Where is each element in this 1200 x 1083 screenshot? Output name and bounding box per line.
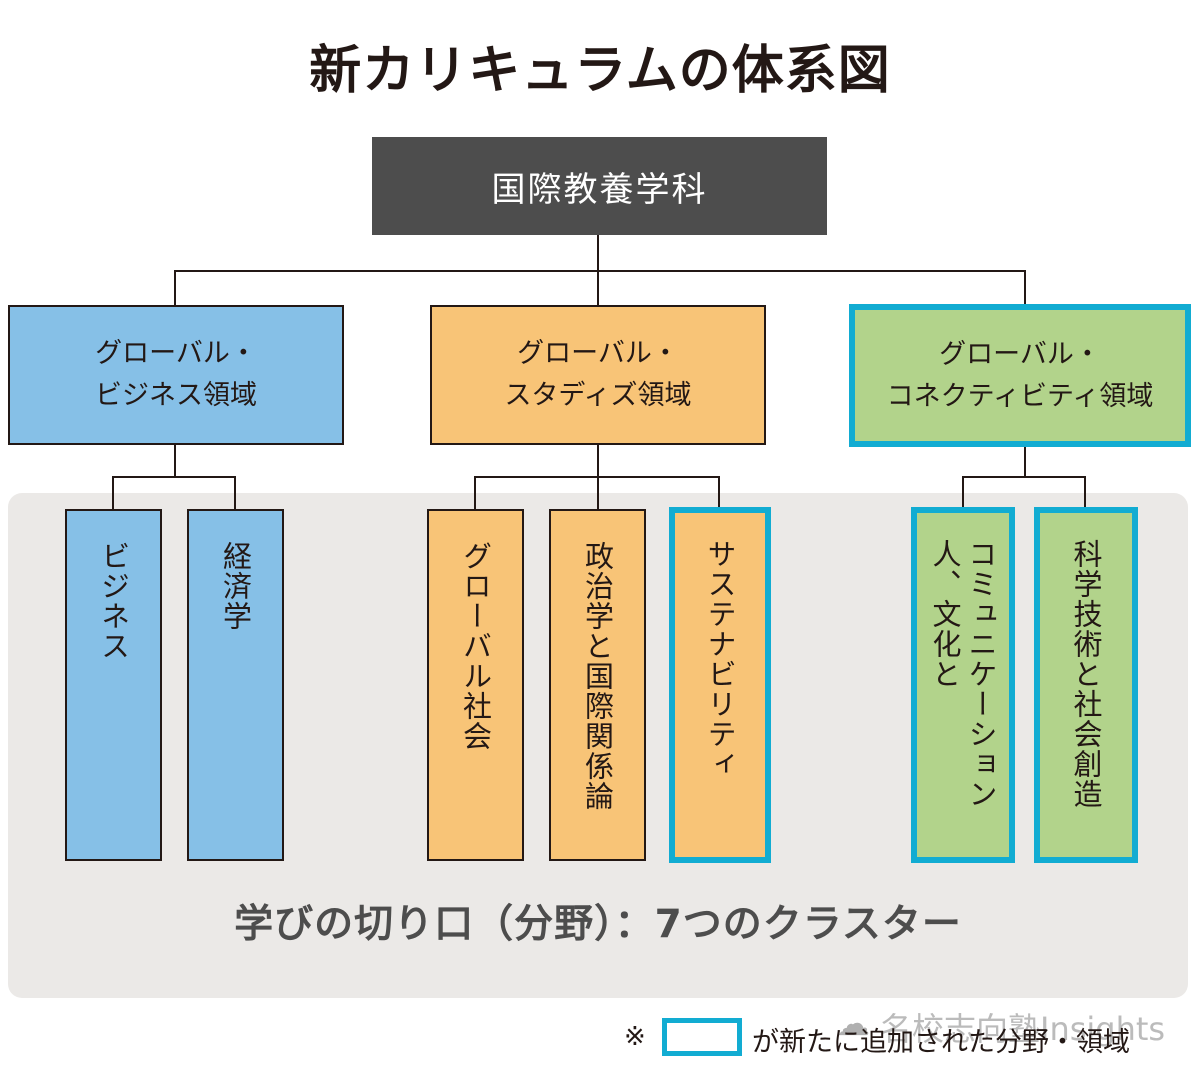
wechat-icon: ☁ [836,1004,870,1044]
cluster-label: 人、文化と [928,539,962,689]
domain-label-line: グローバル・ [939,338,1101,370]
cluster-business: ビジネス [65,509,162,861]
cluster-label: 政治学と国際関係論 [580,541,615,811]
cluster-label: 科学技術と社会創造 [1069,539,1103,809]
connector-connectivity-bar [962,476,1086,478]
legend-highlight-swatch [662,1018,742,1056]
cluster-label: 経済学 [218,541,253,631]
cluster-sustainability: サステナビリティ [669,507,771,863]
domain-global-studies: グローバル・ スタディズ領域 [430,305,766,445]
connector-business-c1 [112,476,114,510]
cluster-label: グローバル社会 [458,541,493,751]
cluster-politics-ir: 政治学と国際関係論 [549,509,646,861]
cluster-label-line2: コミュニケーション [964,539,998,809]
connector-domain-1 [174,270,176,306]
legend-mark: ※ [624,1022,646,1052]
cluster-label: ビジネス [96,541,131,661]
legend-text: が新たに追加された分野・領域 [752,1027,1130,1058]
cluster-caption: 学びの切り口（分野）：7つのクラスター [234,902,962,947]
connector-studies-c1 [474,476,476,510]
domain-label-line: グローバル・ [95,338,257,369]
connector-connectivity-c1 [962,476,964,508]
root-node-department: 国際教養学科 [372,137,827,235]
connector-studies-bar [474,476,720,478]
watermark-text: 名校志向塾Insights [880,1010,1166,1048]
connector-business-c2 [234,476,236,510]
domain-label-line: コネクティビティ領域 [886,380,1154,412]
connector-studies-c3 [718,476,720,508]
page-title: 新カリキュラムの体系図 [309,41,891,101]
root-node-label: 国際教養学科 [491,169,708,210]
domain-global-business: グローバル・ ビジネス領域 [8,305,344,445]
cluster-label: サステナビリティ [703,539,737,779]
domain-label-line: ビジネス領域 [95,380,257,411]
cluster-economics: 経済学 [187,509,284,861]
connector-domain-bar [174,270,1026,272]
connector-connectivity-down [1024,447,1026,477]
connector-domain-3 [1024,270,1026,308]
domain-label-line: グローバル・ [517,338,679,369]
domain-global-connectivity: グローバル・ コネクティビティ領域 [849,304,1191,447]
cluster-global-society: グローバル社会 [427,509,524,861]
connector-connectivity-c2 [1084,476,1086,508]
cluster-culture-communication: 人、文化と コミュニケーション [911,507,1015,863]
cluster-science-technology: 科学技術と社会創造 [1034,507,1138,863]
domain-label-line: スタディズ領域 [504,380,692,411]
connector-business-bar [112,476,236,478]
connector-business-down [174,445,176,477]
